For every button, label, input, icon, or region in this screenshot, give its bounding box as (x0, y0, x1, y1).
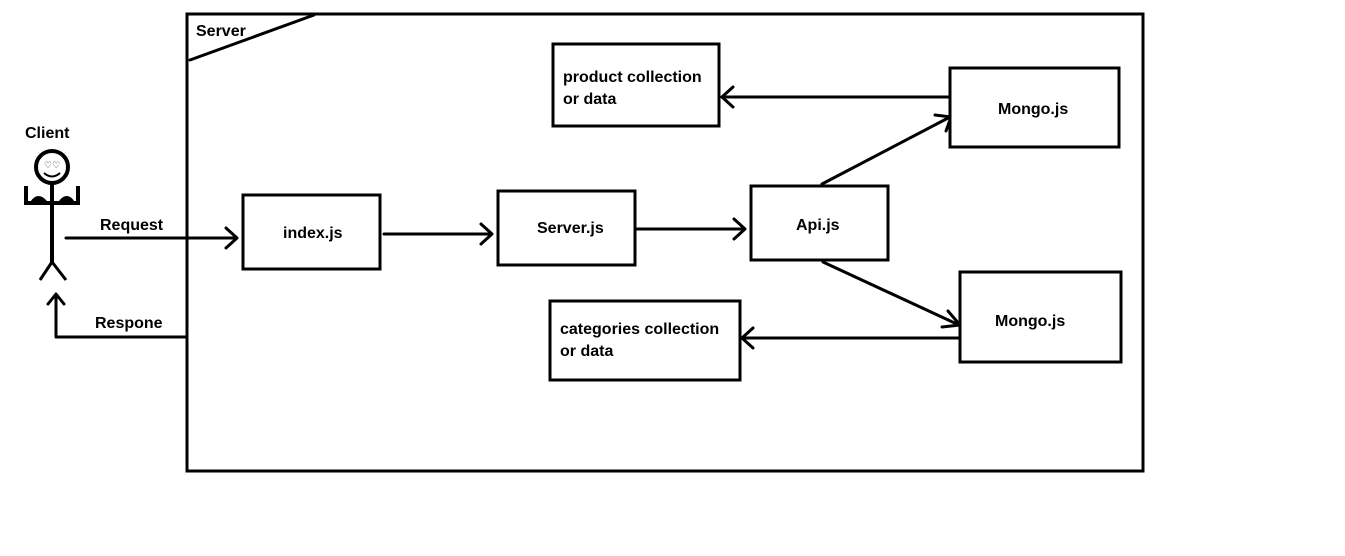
node-product-label-line1: product collection (563, 69, 702, 86)
node-categories-box (548, 299, 742, 382)
response-label: Respone (95, 315, 163, 332)
heart-eyes-icon: ♡♡ (44, 161, 60, 171)
edge-mongo-categories-head (740, 326, 755, 350)
node-index-box (241, 193, 382, 271)
request-label: Request (100, 217, 164, 234)
node-api-box (749, 184, 890, 262)
node-categories-label-line2: or data (560, 343, 613, 360)
node-api-label: Api.js (796, 217, 840, 234)
node-product-label-line2: or data (563, 91, 616, 108)
node-server-box (496, 189, 637, 267)
node-mongo-top-label: Mongo.js (998, 101, 1068, 118)
edge-mongo-product-head (720, 85, 735, 109)
node-index-label: index.js (283, 225, 343, 242)
client-label: Client (25, 125, 70, 142)
client-muscle-left (30, 196, 48, 205)
server-frame-label: Server (196, 23, 246, 40)
edge-index-server-head (479, 222, 494, 246)
node-product-box (551, 42, 721, 128)
node-categories-label-line1: categories collection (560, 321, 719, 338)
request-arrow-head (224, 226, 239, 250)
client-smile (43, 172, 61, 178)
response-arrow-line (54, 293, 189, 339)
edge-api-mongo-bottom (821, 260, 961, 327)
server-frame (185, 12, 1145, 473)
node-mongo-top-box (948, 66, 1121, 149)
node-server-label: Server.js (537, 220, 604, 237)
edge-server-api-head (732, 217, 747, 241)
response-arrow-head (46, 292, 66, 306)
server-frame-tab-line (188, 13, 316, 62)
client-legs (38, 259, 68, 281)
client-actor: Client ♡♡ (24, 125, 80, 281)
client-muscle-right (58, 196, 75, 205)
node-mongo-bottom-box (958, 270, 1123, 364)
node-mongo-bottom-label: Mongo.js (995, 313, 1065, 330)
client-arms (24, 186, 80, 205)
edge-api-mongo-top (820, 115, 952, 186)
